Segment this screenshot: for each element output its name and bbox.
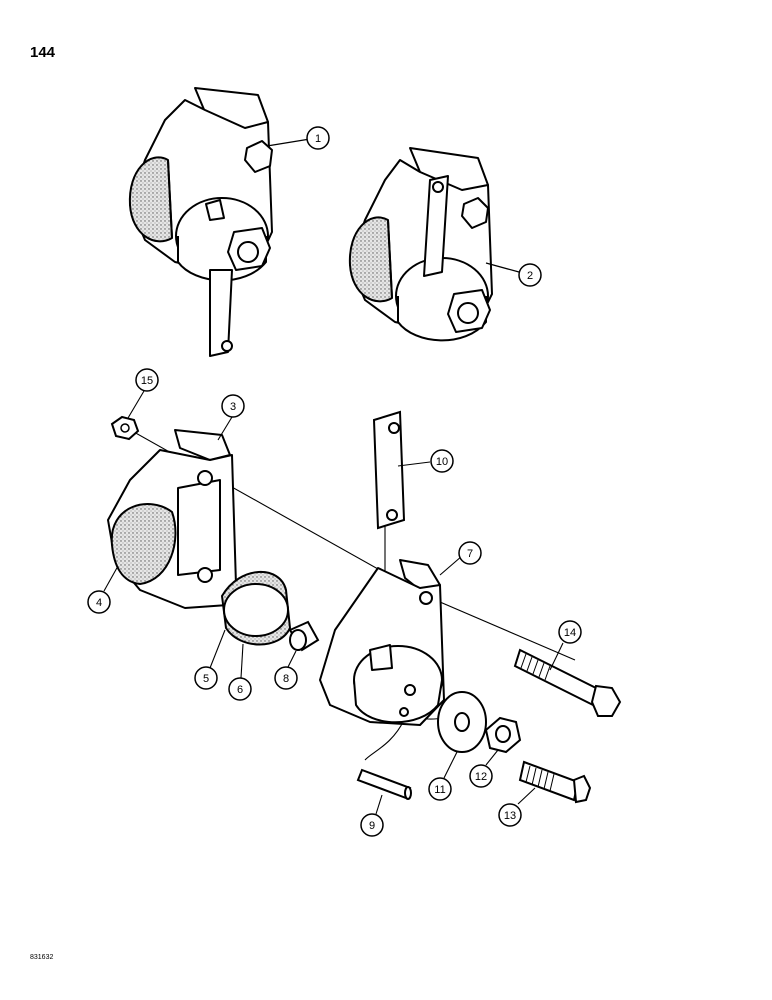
callout-8: 8 [274, 666, 298, 690]
nut-part-12 [484, 716, 522, 754]
callout-label-7: 7 [467, 548, 473, 560]
callout-label-8: 8 [283, 673, 289, 685]
callout-9: 9 [360, 813, 384, 837]
callout-6: 6 [228, 677, 252, 701]
callout-label-3: 3 [230, 401, 236, 413]
callout-label-15: 15 [141, 375, 153, 387]
callout-label-5: 5 [203, 673, 209, 685]
washer-part-11 [437, 691, 487, 753]
callout-label-9: 9 [369, 820, 375, 832]
callout-4: 4 [87, 590, 111, 614]
callout-leaders [103, 390, 564, 815]
callout-label-13: 13 [504, 810, 516, 822]
callout-13: 13 [498, 803, 522, 827]
lining-disc-part-6 [220, 570, 292, 646]
callout-10: 10 [430, 449, 454, 473]
brake-lining-part-4 [110, 503, 177, 586]
callout-2: 2 [518, 263, 542, 287]
page-number: 144 [30, 44, 56, 61]
callout-label-10: 10 [436, 456, 448, 468]
callout-label-11: 11 [434, 784, 445, 796]
callout-5: 5 [194, 666, 218, 690]
caliper-assembly-2 [348, 147, 520, 342]
callout-label-6: 6 [237, 684, 243, 696]
link-part-10 [372, 410, 406, 530]
callout-3: 3 [221, 394, 245, 418]
bolt-part-14 [513, 648, 622, 717]
callout-12: 12 [469, 764, 493, 788]
caliper-assembly-1 [128, 87, 311, 357]
callout-label-14: 14 [564, 627, 576, 639]
callout-label-12: 12 [475, 771, 487, 783]
callout-14: 14 [558, 620, 582, 644]
callout-1: 1 [306, 126, 330, 150]
roll-pin-part-9 [356, 768, 412, 800]
caliper-body-part-7 [319, 559, 445, 726]
drawing-code: 831632 [30, 954, 54, 961]
pin-part-8 [288, 620, 320, 652]
callout-label-2: 2 [527, 270, 533, 282]
callout-15: 15 [135, 368, 159, 392]
stud-part-13 [518, 760, 592, 804]
callout-label-4: 4 [96, 597, 102, 609]
callout-7: 7 [458, 541, 482, 565]
callout-label-1: 1 [315, 133, 321, 145]
callout-11: 11 [428, 777, 452, 801]
